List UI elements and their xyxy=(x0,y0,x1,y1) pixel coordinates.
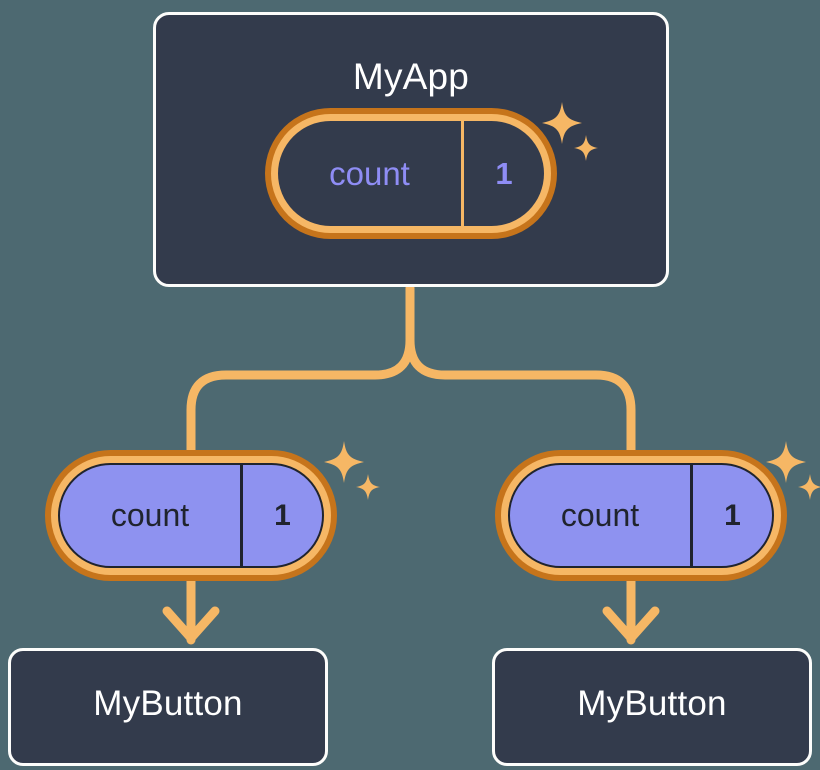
sparkle-four-point-small-icon xyxy=(356,474,380,500)
signal-value: 1 xyxy=(461,121,544,226)
sparkle-four-point-icon xyxy=(324,441,364,483)
component-title-mybutton-right: MyButton xyxy=(577,684,727,723)
signal-pill-inner-ring: count 1 xyxy=(51,456,331,575)
signal-name: count xyxy=(560,497,640,533)
component-card-mybutton-right[interactable]: MyButton xyxy=(492,648,812,766)
signal-value: 1 xyxy=(690,465,772,566)
signal-pill-body: count 1 xyxy=(508,463,774,568)
component-title-myapp: MyApp xyxy=(352,56,470,97)
component-title-mybutton-left: MyButton xyxy=(93,684,243,723)
signal-value: 1 xyxy=(240,465,322,566)
signal-name: count xyxy=(329,154,410,192)
component-card-mybutton-left[interactable]: MyButton xyxy=(8,648,328,766)
signal-name: count xyxy=(110,497,190,533)
signal-pill-myapp[interactable]: count 1 xyxy=(265,108,557,239)
signal-pill-left[interactable]: count 1 xyxy=(45,450,337,581)
signal-pill-body: count 1 xyxy=(58,463,324,568)
signal-pill-body: count 1 xyxy=(278,121,544,226)
sparkle-four-point-small-icon xyxy=(798,474,820,500)
signal-pill-right[interactable]: count 1 xyxy=(495,450,787,581)
signal-pill-inner-ring: count 1 xyxy=(271,114,551,233)
signal-pill-inner-ring: count 1 xyxy=(501,456,781,575)
